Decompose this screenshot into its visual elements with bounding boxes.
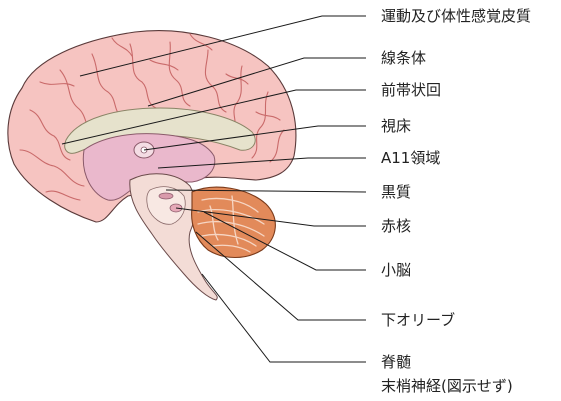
label-spinal-cord: 脊髄 — [381, 353, 411, 371]
corpus-callosum — [64, 107, 256, 154]
leader-inferior-olive — [195, 231, 366, 321]
brain-sagittal-illustration — [7, 30, 297, 301]
label-red-nucleus: 赤核 — [381, 217, 411, 235]
label-peripheral-nerve: 末梢神経(図示せず) — [381, 377, 513, 395]
leader-cerebellum — [203, 211, 366, 271]
leader-substantia-nigra — [165, 189, 367, 193]
pons — [146, 186, 186, 225]
leader-striatum — [147, 57, 366, 107]
cerebellar-folia — [197, 195, 265, 253]
leader-lines — [61, 15, 367, 363]
leader-a11-region — [157, 157, 366, 169]
label-inferior-olive: 下オリーブ — [381, 311, 455, 329]
diencephalon — [82, 133, 216, 201]
label-cingulate-gyrus: 前帯状回 — [381, 81, 441, 99]
leader-red-nucleus — [175, 207, 366, 227]
label-a11-region: A11領域 — [381, 149, 440, 167]
label-motor-cortex: 運動及び体性感覚皮質 — [381, 7, 531, 25]
leader-spinal-cord — [201, 273, 366, 363]
leader-motor-cortex — [79, 15, 366, 77]
label-striatum: 線条体 — [381, 49, 426, 67]
label-substantia-nigra: 黒質 — [381, 183, 411, 201]
label-cerebellum: 小脳 — [381, 261, 411, 279]
leader-thalamus — [143, 125, 366, 151]
label-group: 運動及び体性感覚皮質 線条体 前帯状回 視床 A11領域 黒質 赤核 小脳 下オ… — [381, 7, 531, 395]
substantia-nigra-structure — [158, 192, 174, 200]
leader-cingulate-gyrus — [61, 89, 366, 145]
label-thalamus: 視床 — [381, 117, 411, 135]
